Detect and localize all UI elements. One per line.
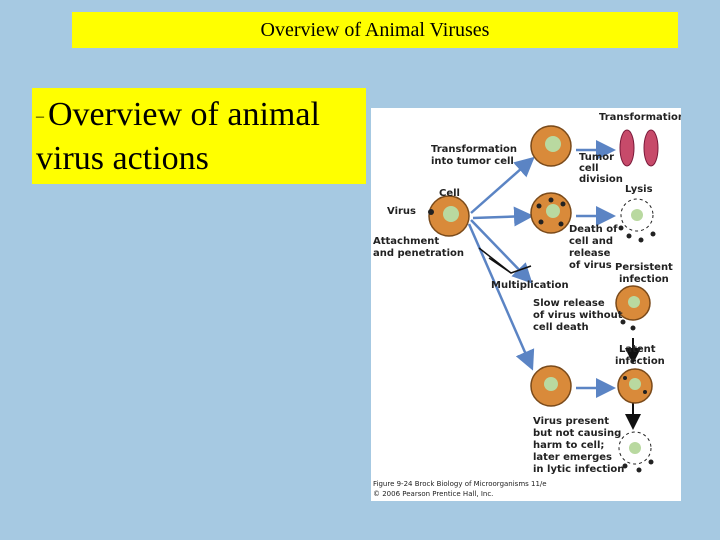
label-death-4: of virus <box>569 260 612 271</box>
label-slow-1: Slow release <box>533 298 605 309</box>
label-multiplication: Multiplication <box>491 280 569 291</box>
host-cell <box>428 195 470 237</box>
label-cell: Cell <box>439 188 460 199</box>
label-attachment-2: and penetration <box>373 248 464 259</box>
label-present-2: but not causing <box>533 428 621 439</box>
latent-cell <box>530 365 572 407</box>
virus-particle-icon <box>428 209 434 215</box>
final-lysed-cell <box>618 431 654 473</box>
label-latent-2: infection <box>615 356 665 367</box>
virus-actions-figure: Transformation Transformation into tumor… <box>371 108 681 501</box>
bullet-marker: – <box>36 108 44 126</box>
slide-title: Overview of Animal Viruses <box>260 18 490 41</box>
label-persistent-1: Persistent <box>615 262 673 273</box>
label-tumor-2: cell <box>579 163 599 174</box>
transformation-cell <box>530 125 572 167</box>
lytic-cell <box>530 192 572 234</box>
figure-caption-1: Figure 9-24 Brock Biology of Microorgani… <box>373 480 547 488</box>
label-present-4: later emerges <box>533 452 612 463</box>
arrow-to-death <box>472 206 534 227</box>
lysed-cell <box>618 198 656 243</box>
label-slow-3: cell death <box>533 322 589 333</box>
label-latent-1: Latent <box>619 344 656 355</box>
slide-title-bar: Overview of Animal Viruses <box>72 12 678 48</box>
bullet-box: –Overview of animal virus actions <box>32 88 366 184</box>
label-present-1: Virus present <box>533 416 609 427</box>
label-present-3: harm to cell; <box>533 440 604 451</box>
label-transformation-into-2: into tumor cell <box>431 156 514 167</box>
bullet-line-1: –Overview of animal <box>36 96 320 136</box>
label-death-1: Death of <box>569 224 618 235</box>
multiplication-pointer <box>478 247 532 274</box>
latent-cell-active <box>617 368 653 404</box>
label-virus: Virus <box>387 206 416 217</box>
figure-svg: Transformation Transformation into tumor… <box>373 112 681 498</box>
persistent-cell <box>615 285 651 331</box>
label-attachment-1: Attachment <box>373 236 439 247</box>
arrow-to-transformation <box>470 156 535 214</box>
label-death-2: cell and <box>569 236 613 247</box>
tumor-cells <box>619 129 659 167</box>
flow-arrows <box>467 140 641 430</box>
label-present-5: in lytic infection <box>533 464 624 475</box>
label-tumor-3: division <box>579 174 623 185</box>
label-transformation-into-1: Transformation <box>431 144 517 155</box>
bullet-text-1: Overview of animal <box>48 96 320 133</box>
label-persistent-2: infection <box>619 274 669 285</box>
label-death-3: release <box>569 248 611 259</box>
bullet-line-2: virus actions <box>36 140 209 177</box>
arrow-to-latent <box>467 223 535 371</box>
label-transformation: Transformation <box>599 112 681 123</box>
figure-caption-2: © 2006 Pearson Prentice Hall, Inc. <box>373 490 493 498</box>
label-slow-2: of virus without <box>533 310 623 321</box>
label-lysis: Lysis <box>625 184 653 195</box>
label-tumor-1: Tumor <box>579 152 614 163</box>
